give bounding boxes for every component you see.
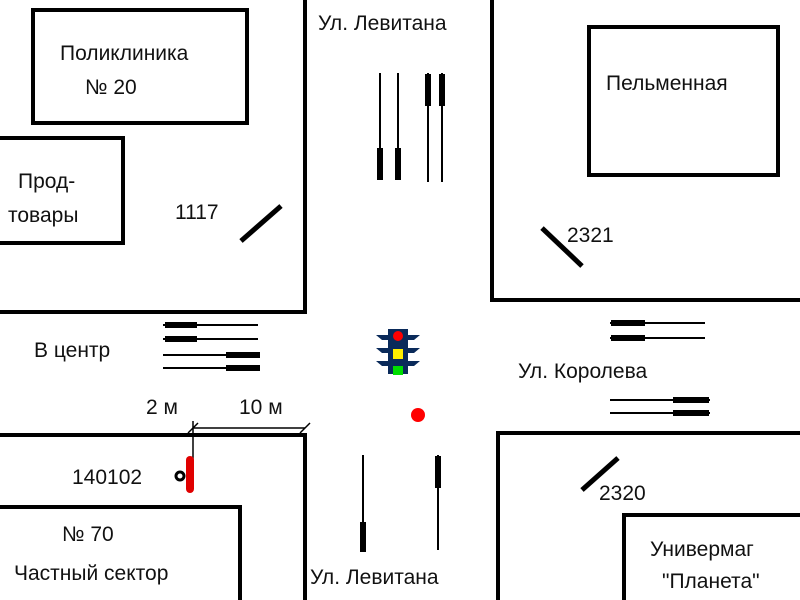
grocery-label-2: товары (8, 204, 78, 227)
dimension-lines (187, 421, 311, 460)
private-number: № 70 (62, 523, 114, 546)
grocery-building (0, 136, 125, 245)
street-top-label: Ул. Левитана (318, 12, 447, 35)
store-building (622, 513, 800, 600)
camera-2320-label: 2320 (599, 482, 646, 505)
camera-2321-label: 2321 (567, 224, 614, 247)
camera-140102-label: 140102 (72, 466, 142, 489)
camera-140102-icon (174, 470, 186, 482)
dimension-long-label: 10 м (239, 396, 283, 419)
camera-2321-mark (540, 226, 584, 268)
street-right-label: Ул. Королева (518, 360, 648, 383)
private-label: Частный сектор (14, 562, 168, 585)
incident-point-marker (411, 408, 425, 422)
clinic-building (31, 8, 249, 125)
direction-center-label: В центр (34, 339, 110, 362)
camera-1117-label: 1117 (175, 201, 219, 224)
store-label: Универмаг (650, 538, 754, 561)
private-sector-building (0, 505, 242, 600)
grocery-label-1: Прод- (18, 170, 75, 193)
dumplings-label: Пельменная (606, 72, 728, 95)
street-bottom-label: Ул. Левитана (310, 566, 439, 589)
dimension-short-label: 2 м (146, 396, 178, 419)
camera-2320-mark (580, 456, 620, 492)
dumplings-building (587, 25, 780, 177)
lane-markings (163, 73, 710, 552)
clinic-number: № 20 (85, 76, 137, 99)
camera-140102-marker (186, 456, 194, 493)
clinic-label: Поликлиника (60, 42, 189, 65)
store-name: "Планета" (662, 570, 760, 593)
traffic-light-icon (376, 329, 420, 375)
camera-1117-mark (239, 204, 283, 243)
